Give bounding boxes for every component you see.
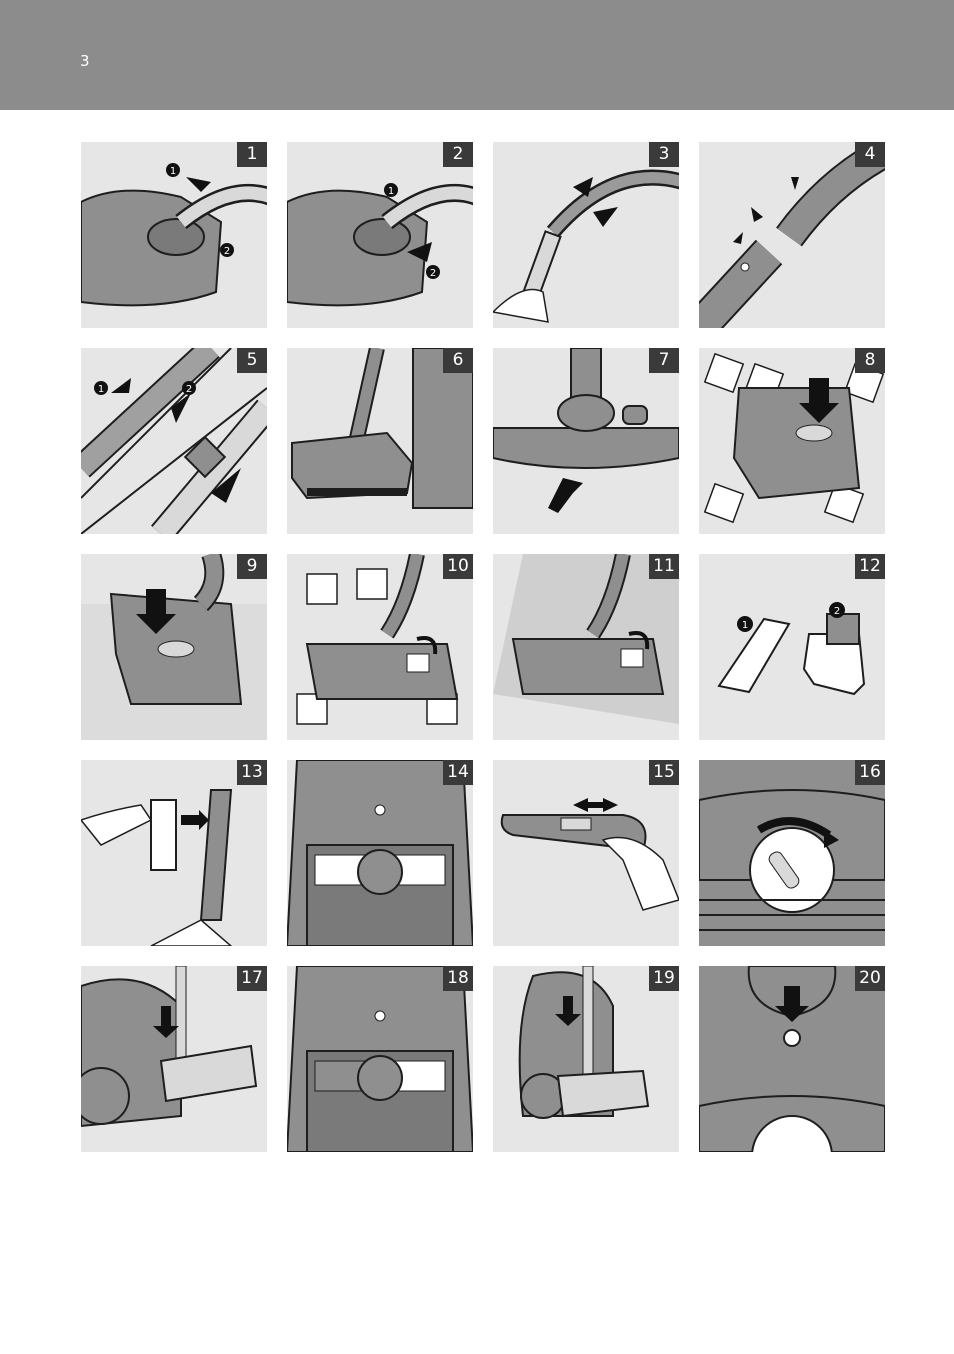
step-number: 11 bbox=[649, 554, 679, 579]
step-number: 2 bbox=[443, 142, 473, 167]
step-panel-12: 1 2 12 bbox=[699, 554, 885, 740]
page-number: 3 bbox=[80, 52, 90, 70]
step-panel-10: 10 bbox=[287, 554, 473, 740]
step-panel-9: 9 bbox=[81, 554, 267, 740]
page-header: 3 bbox=[0, 0, 954, 110]
step-panel-15: 15 bbox=[493, 760, 679, 946]
step-panel-1: 1 2 1 bbox=[81, 142, 267, 328]
step-panel-17: 17 bbox=[81, 966, 267, 1152]
step-number: 8 bbox=[855, 348, 885, 373]
suction-slide-illustration bbox=[493, 760, 679, 946]
marker-two: 2 bbox=[186, 384, 192, 395]
step-number: 5 bbox=[237, 348, 267, 373]
tube-connect-illustration bbox=[493, 142, 679, 328]
step-panel-13: 13 bbox=[81, 760, 267, 946]
step-panel-19: 19 bbox=[493, 966, 679, 1152]
step-panel-4: 4 bbox=[699, 142, 885, 328]
step-panel-3: 3 bbox=[493, 142, 679, 328]
nozzle-wall-illustration bbox=[287, 348, 473, 534]
step-panel-14: 14 bbox=[287, 760, 473, 946]
step-panel-2: 1 2 2 bbox=[287, 142, 473, 328]
step-number: 18 bbox=[443, 966, 473, 991]
step-number: 9 bbox=[237, 554, 267, 579]
tube-join-illustration bbox=[699, 142, 885, 328]
illustration-grid: 1 2 1 1 2 2 3 bbox=[81, 142, 887, 1154]
step-number: 20 bbox=[855, 966, 885, 991]
nozzle-front-illustration bbox=[493, 348, 679, 534]
step-number: 3 bbox=[649, 142, 679, 167]
step-number: 16 bbox=[855, 760, 885, 785]
step-panel-11: 11 bbox=[493, 554, 679, 740]
step-panel-5: 1 2 5 bbox=[81, 348, 267, 534]
marker-one: 1 bbox=[98, 384, 104, 395]
appliance-top-illustration bbox=[287, 760, 473, 946]
step-number: 4 bbox=[855, 142, 885, 167]
telescopic-tube-illustration: 1 2 bbox=[81, 348, 267, 534]
step-number: 1 bbox=[237, 142, 267, 167]
step-number: 17 bbox=[237, 966, 267, 991]
accessories-illustration: 1 2 bbox=[699, 554, 885, 740]
parking-upright-illustration bbox=[493, 966, 679, 1152]
step-number: 7 bbox=[649, 348, 679, 373]
marker-one: 1 bbox=[388, 186, 394, 197]
hose-remove-illustration: 1 2 bbox=[287, 142, 473, 328]
step-number: 13 bbox=[237, 760, 267, 785]
marker-two: 2 bbox=[430, 268, 436, 279]
step-number: 10 bbox=[443, 554, 473, 579]
step-number: 6 bbox=[443, 348, 473, 373]
nozzle-carpet-illustration bbox=[81, 554, 267, 740]
step-panel-6: 6 bbox=[287, 348, 473, 534]
step-panel-18: 18 bbox=[287, 966, 473, 1152]
hose-insert-illustration: 1 2 bbox=[81, 142, 267, 328]
step-panel-8: 8 bbox=[699, 348, 885, 534]
parking-side-illustration bbox=[81, 966, 267, 1152]
marker-one: 1 bbox=[170, 166, 176, 177]
nozzle-brush-floor-illustration bbox=[287, 554, 473, 740]
nozzle-brush-carpet-illustration bbox=[493, 554, 679, 740]
marker-one: 1 bbox=[742, 620, 748, 631]
marker-two: 2 bbox=[224, 246, 230, 257]
step-number: 14 bbox=[443, 760, 473, 785]
marker-two: 2 bbox=[834, 606, 840, 617]
step-panel-16: 16 bbox=[699, 760, 885, 946]
accessory-holder-illustration bbox=[81, 760, 267, 946]
button-press-illustration bbox=[699, 966, 885, 1152]
step-number: 12 bbox=[855, 554, 885, 579]
step-number: 19 bbox=[649, 966, 679, 991]
nozzle-hard-floor-illustration bbox=[699, 348, 885, 534]
step-panel-20: 20 bbox=[699, 966, 885, 1152]
step-number: 15 bbox=[649, 760, 679, 785]
power-dial-illustration bbox=[699, 760, 885, 946]
appliance-top-illustration bbox=[287, 966, 473, 1152]
step-panel-7: 7 bbox=[493, 348, 679, 534]
